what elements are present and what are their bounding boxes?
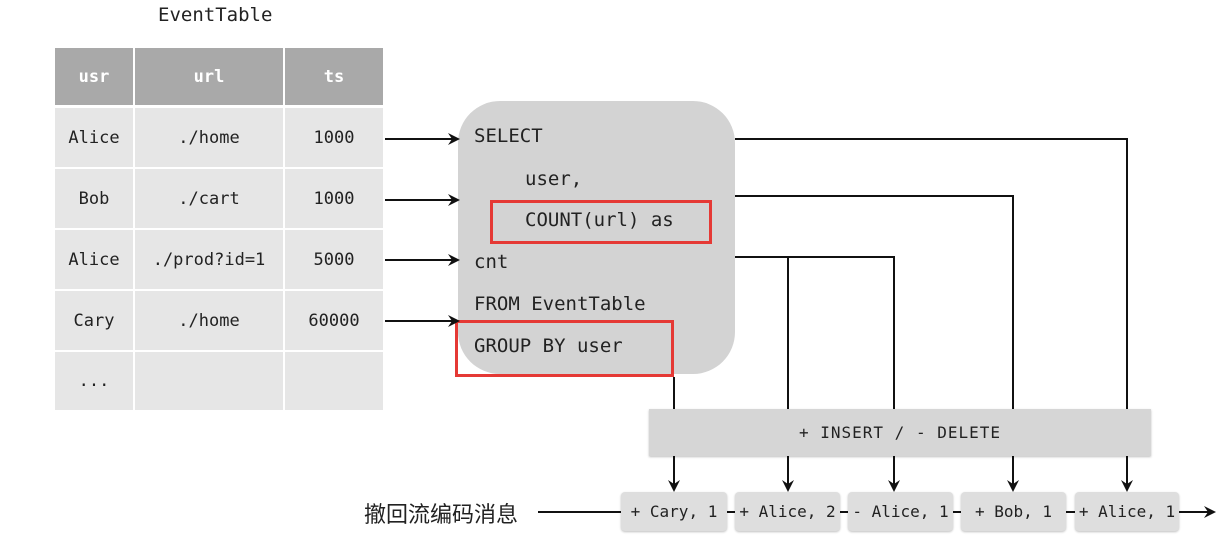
table-cell: ... <box>55 352 133 410</box>
table-header-usr: usr <box>55 48 133 105</box>
table-title: EventTable <box>158 4 273 26</box>
query-line-cnt: cnt <box>474 251 509 273</box>
highlight-count-box <box>490 200 712 244</box>
table-cell: 60000 <box>285 291 383 350</box>
message-box: + Cary, 1 <box>621 492 727 531</box>
message-box: + Alice, 1 <box>1075 492 1179 531</box>
table-cell <box>285 352 383 410</box>
table-cell <box>135 352 283 410</box>
table-header-ts: ts <box>285 48 383 105</box>
table-cell: Cary <box>55 291 133 350</box>
query-line-user: user, <box>525 168 583 190</box>
message-box: + Alice, 2 <box>735 492 840 531</box>
table-cell: ./cart <box>135 169 283 228</box>
query-box <box>458 101 735 374</box>
table-cell: Alice <box>55 230 133 289</box>
query-line-count: COUNT(url) as <box>525 209 674 231</box>
query-line-from: FROM EventTable <box>474 293 646 315</box>
table-header-url: url <box>135 48 283 105</box>
message-box: - Alice, 1 <box>848 492 953 531</box>
query-line-select: SELECT <box>474 125 543 147</box>
stream-label: 撤回流编码消息 <box>364 503 519 528</box>
table-cell: Bob <box>55 169 133 228</box>
query-line-groupby: GROUP BY user <box>474 335 623 357</box>
table-cell: 1000 <box>285 108 383 167</box>
table-cell: 5000 <box>285 230 383 289</box>
table-cell: ./prod?id=1 <box>135 230 283 289</box>
highlight-groupby-box <box>455 320 674 377</box>
insert-delete-bar: + INSERT / - DELETE <box>649 409 1151 456</box>
table-cell: 1000 <box>285 169 383 228</box>
table-cell: Alice <box>55 108 133 167</box>
message-box: + Bob, 1 <box>961 492 1066 531</box>
table-cell: ./home <box>135 108 283 167</box>
table-cell: ./home <box>135 291 283 350</box>
